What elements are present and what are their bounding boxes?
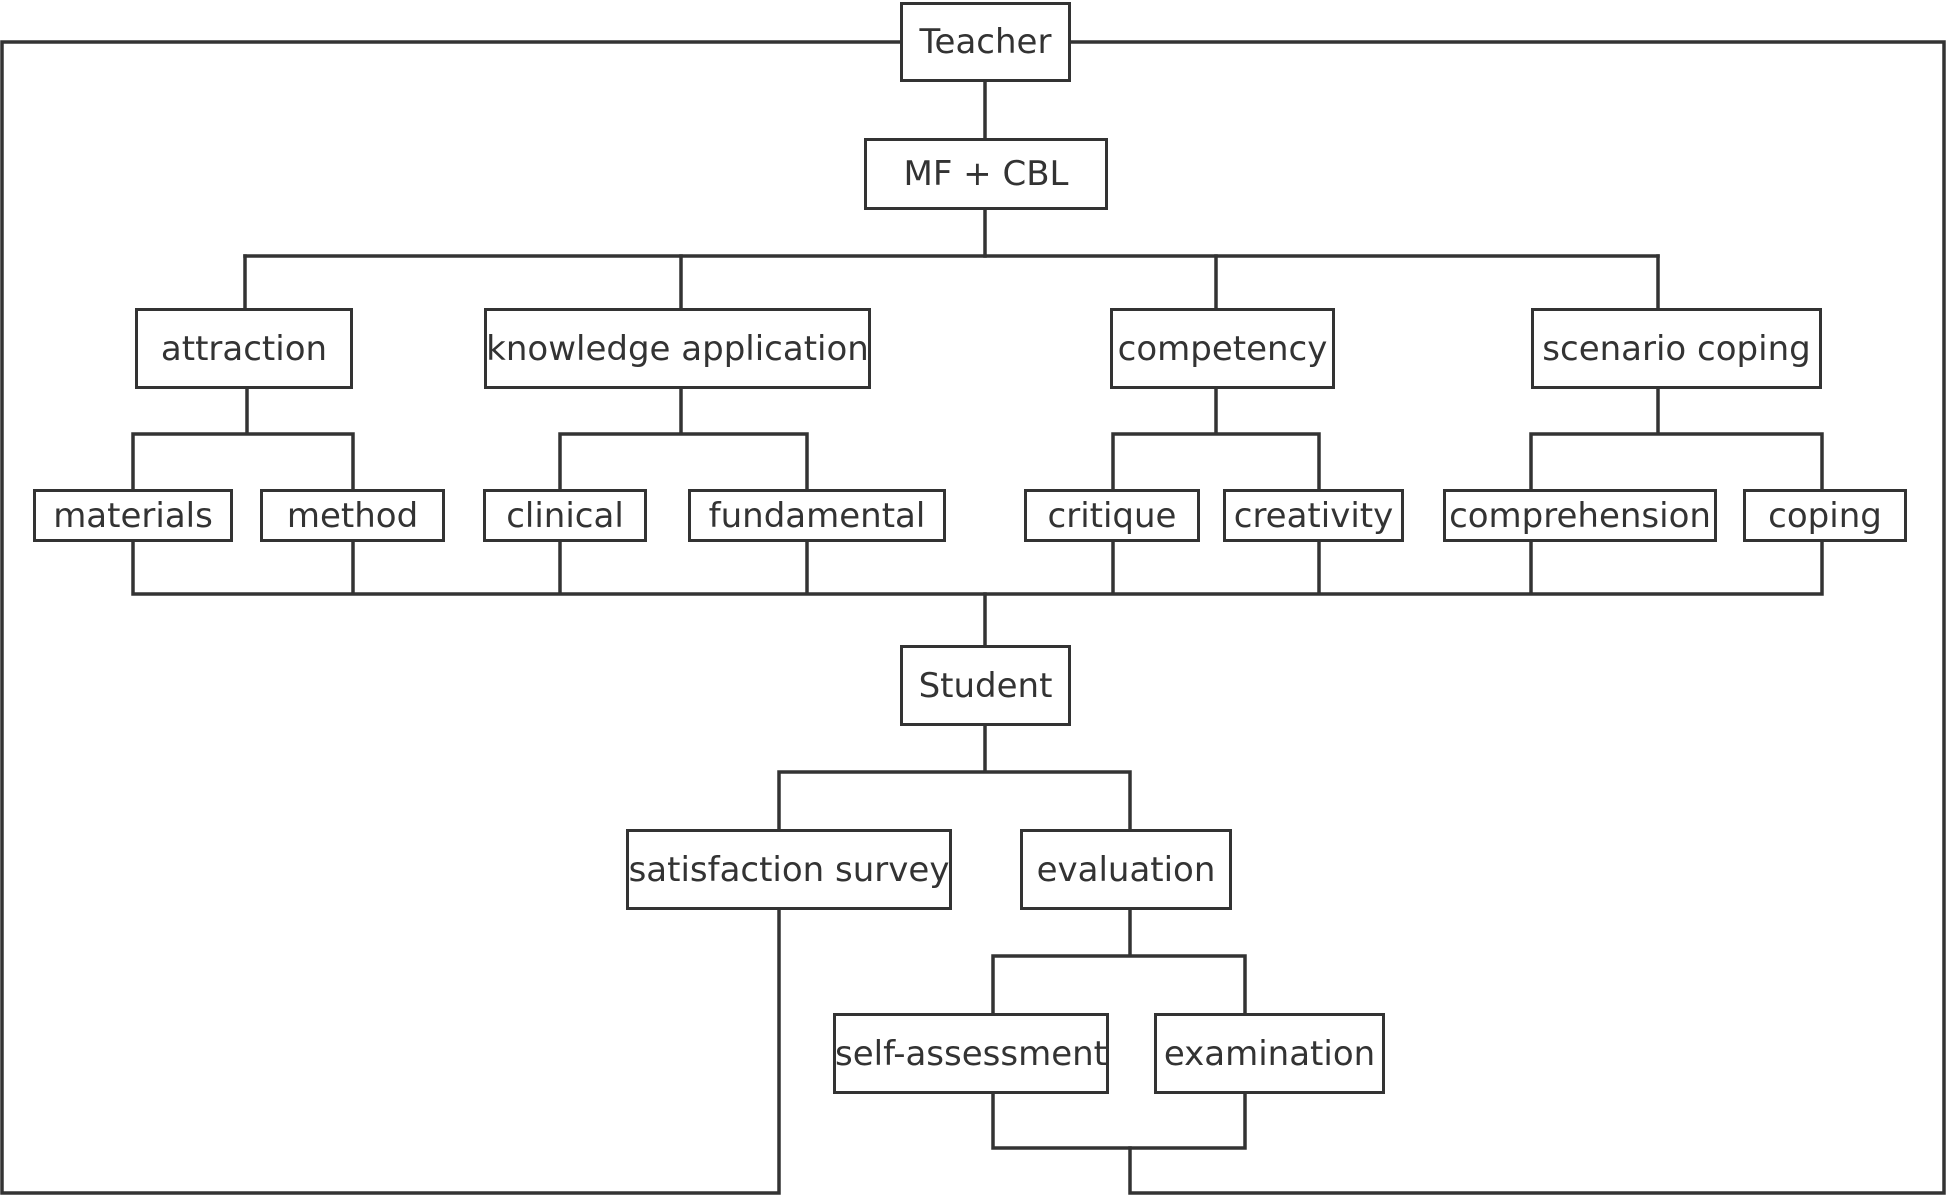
leaf-bus bbox=[131, 538, 1824, 596]
node-evaluation: evaluation bbox=[1020, 829, 1232, 910]
link-knowledge-children bbox=[558, 386, 809, 492]
feedback-loop-right bbox=[1069, 40, 1946, 1195]
node-critique-label: critique bbox=[1047, 495, 1177, 536]
node-satisfaction-survey: satisfaction survey bbox=[626, 829, 952, 910]
node-examination-label: examination bbox=[1163, 1033, 1376, 1074]
node-materials-label: materials bbox=[53, 495, 213, 536]
node-mf-cbl: MF + CBL bbox=[864, 138, 1108, 210]
node-critique: critique bbox=[1024, 489, 1200, 542]
node-clinical-label: clinical bbox=[506, 495, 624, 536]
node-coping-label: coping bbox=[1768, 495, 1882, 536]
node-attraction-label: attraction bbox=[160, 328, 328, 369]
node-knowledge-application-label: knowledge application bbox=[486, 328, 869, 369]
node-scenario-coping: scenario coping bbox=[1531, 308, 1822, 389]
node-creativity-label: creativity bbox=[1233, 495, 1394, 536]
node-comprehension-label: comprehension bbox=[1449, 495, 1711, 536]
link-student-children bbox=[777, 723, 1132, 832]
node-student: Student bbox=[900, 645, 1071, 726]
node-knowledge-application: knowledge application bbox=[484, 308, 871, 389]
node-self-assessment-label: self-assessment bbox=[835, 1033, 1107, 1074]
node-teacher: Teacher bbox=[900, 2, 1071, 82]
node-evaluation-label: evaluation bbox=[1036, 849, 1216, 890]
node-self-assessment: self-assessment bbox=[833, 1013, 1109, 1094]
node-fundamental: fundamental bbox=[688, 489, 946, 542]
node-teacher-label: Teacher bbox=[919, 22, 1052, 62]
link-attraction-children bbox=[131, 386, 355, 492]
node-method: method bbox=[260, 489, 445, 542]
link-competency-children bbox=[1111, 386, 1321, 492]
node-examination: examination bbox=[1154, 1013, 1385, 1094]
node-fundamental-label: fundamental bbox=[708, 495, 926, 536]
node-comprehension: comprehension bbox=[1443, 489, 1717, 542]
node-mf-cbl-label: MF + CBL bbox=[903, 154, 1069, 194]
node-attraction: attraction bbox=[135, 308, 353, 389]
node-satisfaction-survey-label: satisfaction survey bbox=[628, 849, 950, 890]
node-clinical: clinical bbox=[483, 489, 647, 542]
node-student-label: Student bbox=[918, 665, 1053, 706]
link-evaluation-children bbox=[991, 906, 1247, 1016]
node-competency-label: competency bbox=[1117, 328, 1328, 369]
node-materials: materials bbox=[33, 489, 233, 542]
node-coping: coping bbox=[1743, 489, 1907, 542]
node-competency: competency bbox=[1110, 308, 1335, 389]
node-creativity: creativity bbox=[1223, 489, 1404, 542]
link-scenario-children bbox=[1529, 386, 1824, 492]
node-method-label: method bbox=[286, 495, 419, 536]
node-scenario-coping-label: scenario coping bbox=[1542, 328, 1811, 369]
link-assessment-merge bbox=[991, 1090, 1247, 1150]
feedback-loop-left bbox=[0, 40, 902, 1195]
